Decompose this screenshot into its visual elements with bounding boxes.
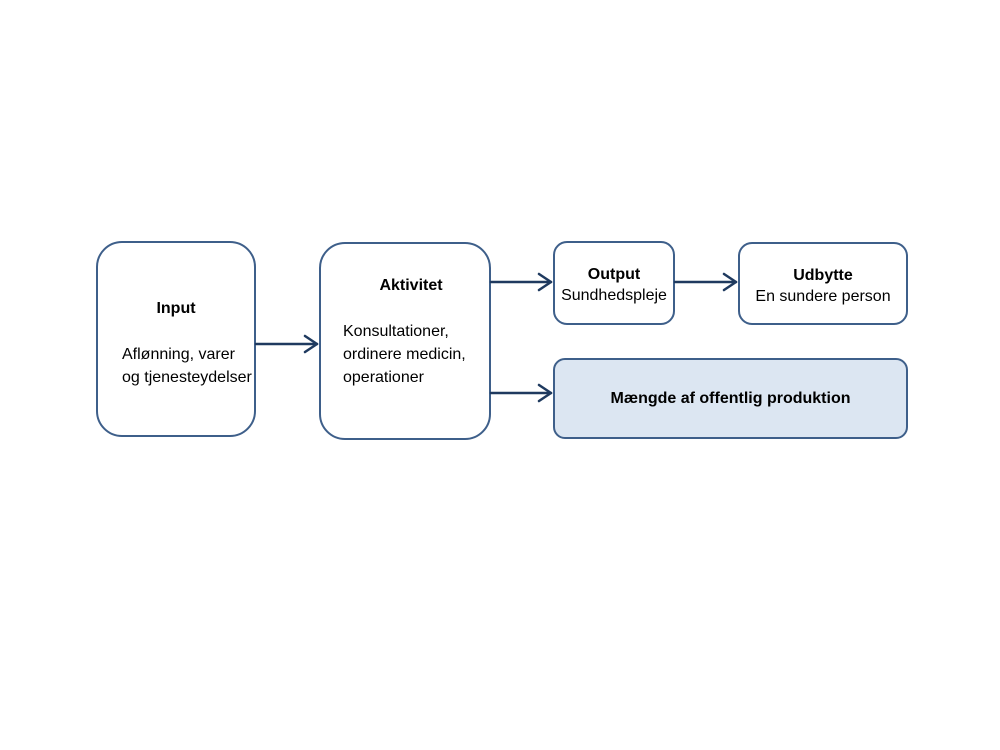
- aktivitet-box: Aktivitet Konsultationer, ordinere medic…: [319, 242, 491, 440]
- output-title: Output: [587, 266, 641, 283]
- arrow-input-to-aktivitet: [254, 334, 319, 354]
- output-box: Output Sundhedspleje: [553, 241, 675, 325]
- input-box: Input Aflønning, varer og tjenesteydelse…: [96, 241, 256, 437]
- udbytte-description: En sundere person: [755, 288, 891, 305]
- input-description-line-2: og tjenesteydelser: [122, 369, 252, 386]
- udbytte-box: Udbytte En sundere person: [738, 242, 908, 325]
- aktivitet-description: Konsultationer, ordinere medicin, operat…: [343, 320, 466, 389]
- udbytte-title: Udbytte: [793, 267, 853, 284]
- output-description: Sundhedspleje: [561, 287, 667, 304]
- maengde-box: Mængde af offentlig produktion: [553, 358, 908, 439]
- input-title: Input: [156, 300, 196, 317]
- input-description: Aflønning, varer og tjenesteydelser: [122, 343, 252, 389]
- aktivitet-description-line-1: Konsultationer,: [343, 323, 449, 340]
- arrow-aktivitet-to-output: [489, 272, 553, 292]
- aktivitet-description-line-3: operationer: [343, 369, 424, 386]
- input-description-line-1: Aflønning, varer: [122, 346, 235, 363]
- aktivitet-title: Aktivitet: [379, 277, 443, 294]
- aktivitet-description-line-2: ordinere medicin,: [343, 346, 466, 363]
- arrow-output-to-udbytte: [673, 272, 738, 292]
- arrow-aktivitet-to-maengde: [489, 383, 553, 403]
- maengde-title: Mængde af offentlig produktion: [610, 389, 851, 407]
